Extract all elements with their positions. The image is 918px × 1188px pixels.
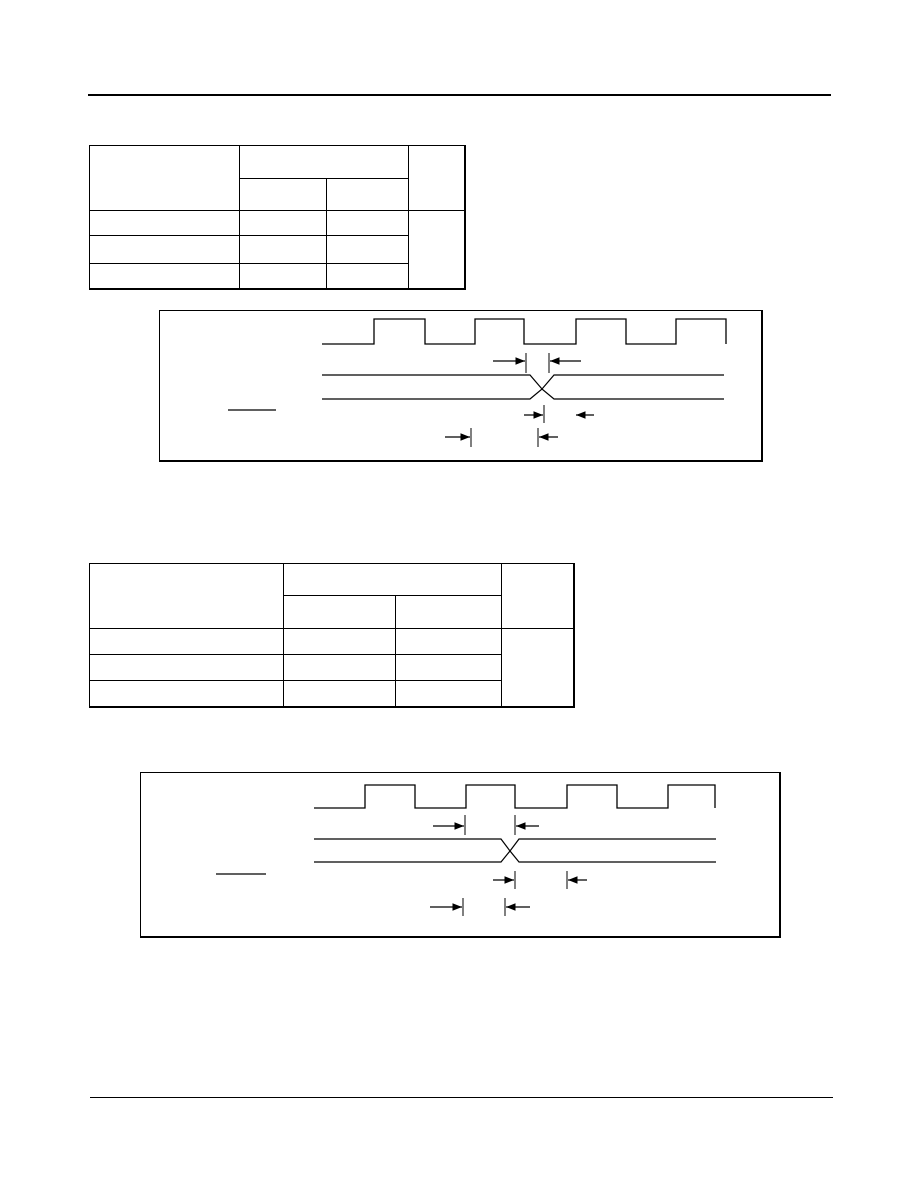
table-1-param-header xyxy=(89,145,240,211)
table-2-cell xyxy=(89,654,284,681)
table-1-cell xyxy=(326,235,409,264)
clock-waveform xyxy=(322,318,727,345)
timing-diagram-1 xyxy=(159,310,763,462)
timing-diagram-2 xyxy=(140,772,781,938)
table-1-cell xyxy=(239,235,327,264)
table-2-cell xyxy=(283,628,396,655)
timing-diagram-1-svg xyxy=(228,318,727,447)
table-1-value-header xyxy=(239,145,409,179)
table-1-cell xyxy=(326,263,409,290)
table-row xyxy=(89,680,574,708)
table-1-min-header xyxy=(239,178,327,211)
table-2-unit-header xyxy=(501,563,575,629)
table-2-cell xyxy=(89,680,284,708)
table-2-min-header xyxy=(283,595,396,629)
table-1-cell xyxy=(326,210,409,236)
table-2-unit-cell xyxy=(501,628,575,708)
table-1-cell xyxy=(89,235,240,264)
table-2-value-header xyxy=(283,563,502,596)
table-row xyxy=(89,628,575,708)
footer-rule xyxy=(90,1097,833,1098)
table-1-cell xyxy=(89,263,240,290)
timing-diagram-2-svg xyxy=(216,784,716,916)
table-row xyxy=(89,263,465,290)
table-2-cell xyxy=(89,628,284,655)
table-1-cell xyxy=(239,263,327,290)
table-2-cell xyxy=(283,680,396,708)
timing-table-1 xyxy=(89,145,466,290)
table-2-cell xyxy=(395,680,502,708)
table-1-max-header xyxy=(326,178,409,211)
table-row xyxy=(89,210,466,290)
table-2-cell xyxy=(283,654,396,681)
data-bus-waveform xyxy=(322,374,724,400)
table-row xyxy=(89,654,574,681)
header-rule xyxy=(88,94,831,96)
table-2-cell xyxy=(395,654,502,681)
timing-table-2 xyxy=(89,563,575,708)
clock-waveform xyxy=(314,784,716,809)
table-2-max-header xyxy=(395,595,502,629)
table-1-cell xyxy=(239,210,327,236)
table-2-param-header xyxy=(89,563,284,629)
table-1-unit-cell xyxy=(408,210,466,290)
data-bus-waveform xyxy=(314,838,716,863)
table-2-cell xyxy=(395,628,502,655)
table-row xyxy=(89,235,465,264)
table-1-unit-header xyxy=(408,145,466,211)
table-1-cell xyxy=(89,210,240,236)
